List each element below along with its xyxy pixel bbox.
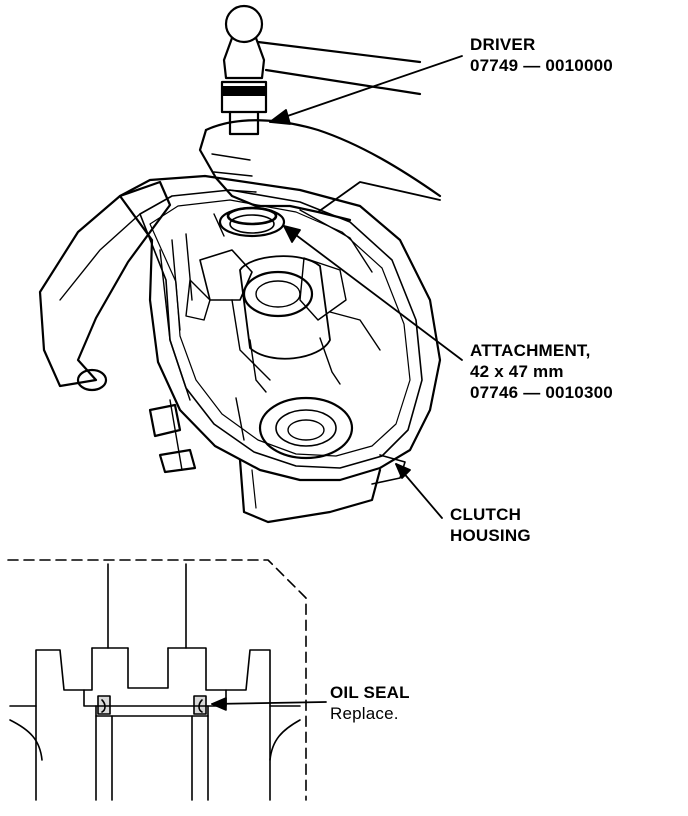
driver-name: DRIVER xyxy=(470,35,536,54)
clutch-housing-line1: CLUTCH xyxy=(450,505,522,524)
oil-seal-name: OIL SEAL xyxy=(330,683,410,702)
attachment-name: ATTACHMENT, xyxy=(470,341,591,360)
oil-seal-label: OIL SEAL Replace. xyxy=(330,682,410,724)
clutch-housing-label: CLUTCH HOUSING xyxy=(450,504,531,546)
clutch-housing-line2: HOUSING xyxy=(450,526,531,545)
oil-seal-section-drawing xyxy=(7,559,327,801)
driver-part-number: 07749 — 0010000 xyxy=(470,56,613,75)
leader-lines xyxy=(269,55,463,519)
attachment-part-number: 07746 — 0010300 xyxy=(470,383,613,402)
oil-seal-note: Replace. xyxy=(330,704,399,723)
driver-and-hand-drawing xyxy=(198,4,442,226)
clutch-housing-drawing xyxy=(38,174,442,524)
attachment-size: 42 x 47 mm xyxy=(470,362,564,381)
driver-label: DRIVER 07749 — 0010000 xyxy=(470,34,613,76)
attachment-label: ATTACHMENT, 42 x 47 mm 07746 — 0010300 xyxy=(470,340,613,403)
